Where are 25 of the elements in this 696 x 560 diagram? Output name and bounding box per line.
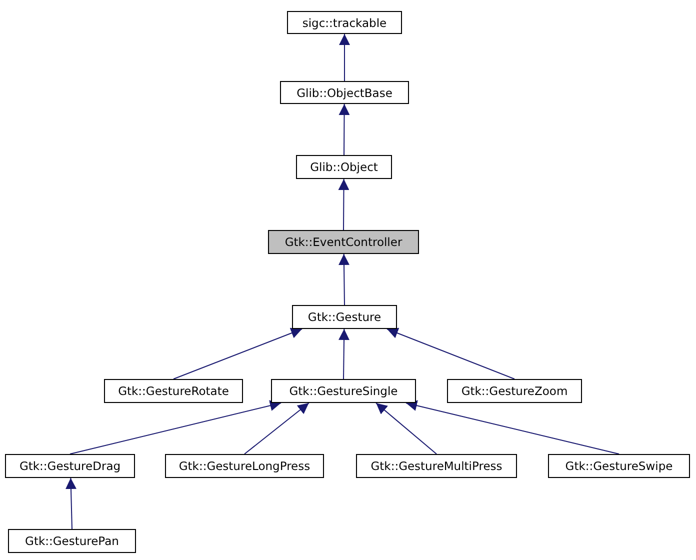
class-box: Gtk::GestureZoom (447, 379, 582, 403)
class-box: Glib::Object (296, 155, 392, 179)
class-box: sigc::trackable (287, 11, 402, 34)
inheritance-arrow (338, 254, 350, 306)
class-box: Gtk::GestureSwipe (548, 454, 690, 478)
class-box: Gtk::GestureDrag (5, 454, 135, 478)
inheritance-arrow (338, 178, 350, 230)
inheritance-arrow (338, 328, 350, 380)
inheritance-arrow (173, 328, 302, 380)
inheritance-arrow (244, 402, 310, 454)
class-box: Gtk::GestureRotate (104, 379, 243, 403)
inheritance-arrow (65, 478, 76, 530)
highlighted-class-box: Gtk::EventController (268, 230, 419, 254)
inheritance-arrow (338, 104, 350, 156)
class-box: Gtk::GestureMultiPress (356, 454, 517, 478)
class-box: Glib::ObjectBase (280, 81, 409, 104)
inheritance-arrow (406, 400, 620, 454)
class-box: Gtk::GesturePan (8, 529, 136, 553)
class-box: Gtk::Gesture (292, 305, 397, 329)
inheritance-arrow (70, 400, 282, 454)
inheritance-arrow (339, 34, 350, 82)
class-box: Gtk::GestureLongPress (165, 454, 324, 478)
inheritance-arrow (376, 402, 437, 454)
inheritance-arrow (386, 328, 515, 380)
class-box: Gtk::GestureSingle (271, 379, 416, 403)
